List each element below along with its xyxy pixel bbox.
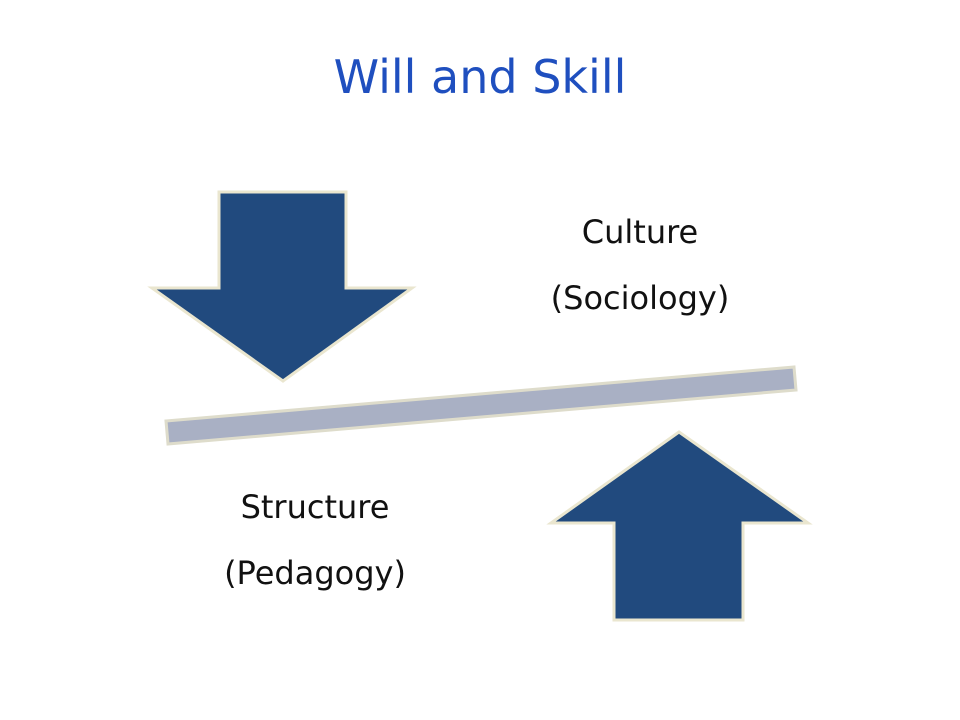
balance-beam (164, 365, 798, 446)
culture-label: Culture (581, 213, 699, 251)
structure-label: Structure (240, 488, 390, 526)
pedagogy-label: (Pedagogy) (224, 554, 406, 592)
down-arrow-shape (147, 190, 417, 383)
sociology-label: (Sociology) (550, 279, 730, 317)
slide-title: Will and Skill (333, 50, 627, 104)
culture-label-group: Culture (Sociology) (490, 199, 790, 331)
structure-label-group: Structure (Pedagogy) (165, 474, 465, 606)
up-arrow-shape (546, 430, 813, 622)
